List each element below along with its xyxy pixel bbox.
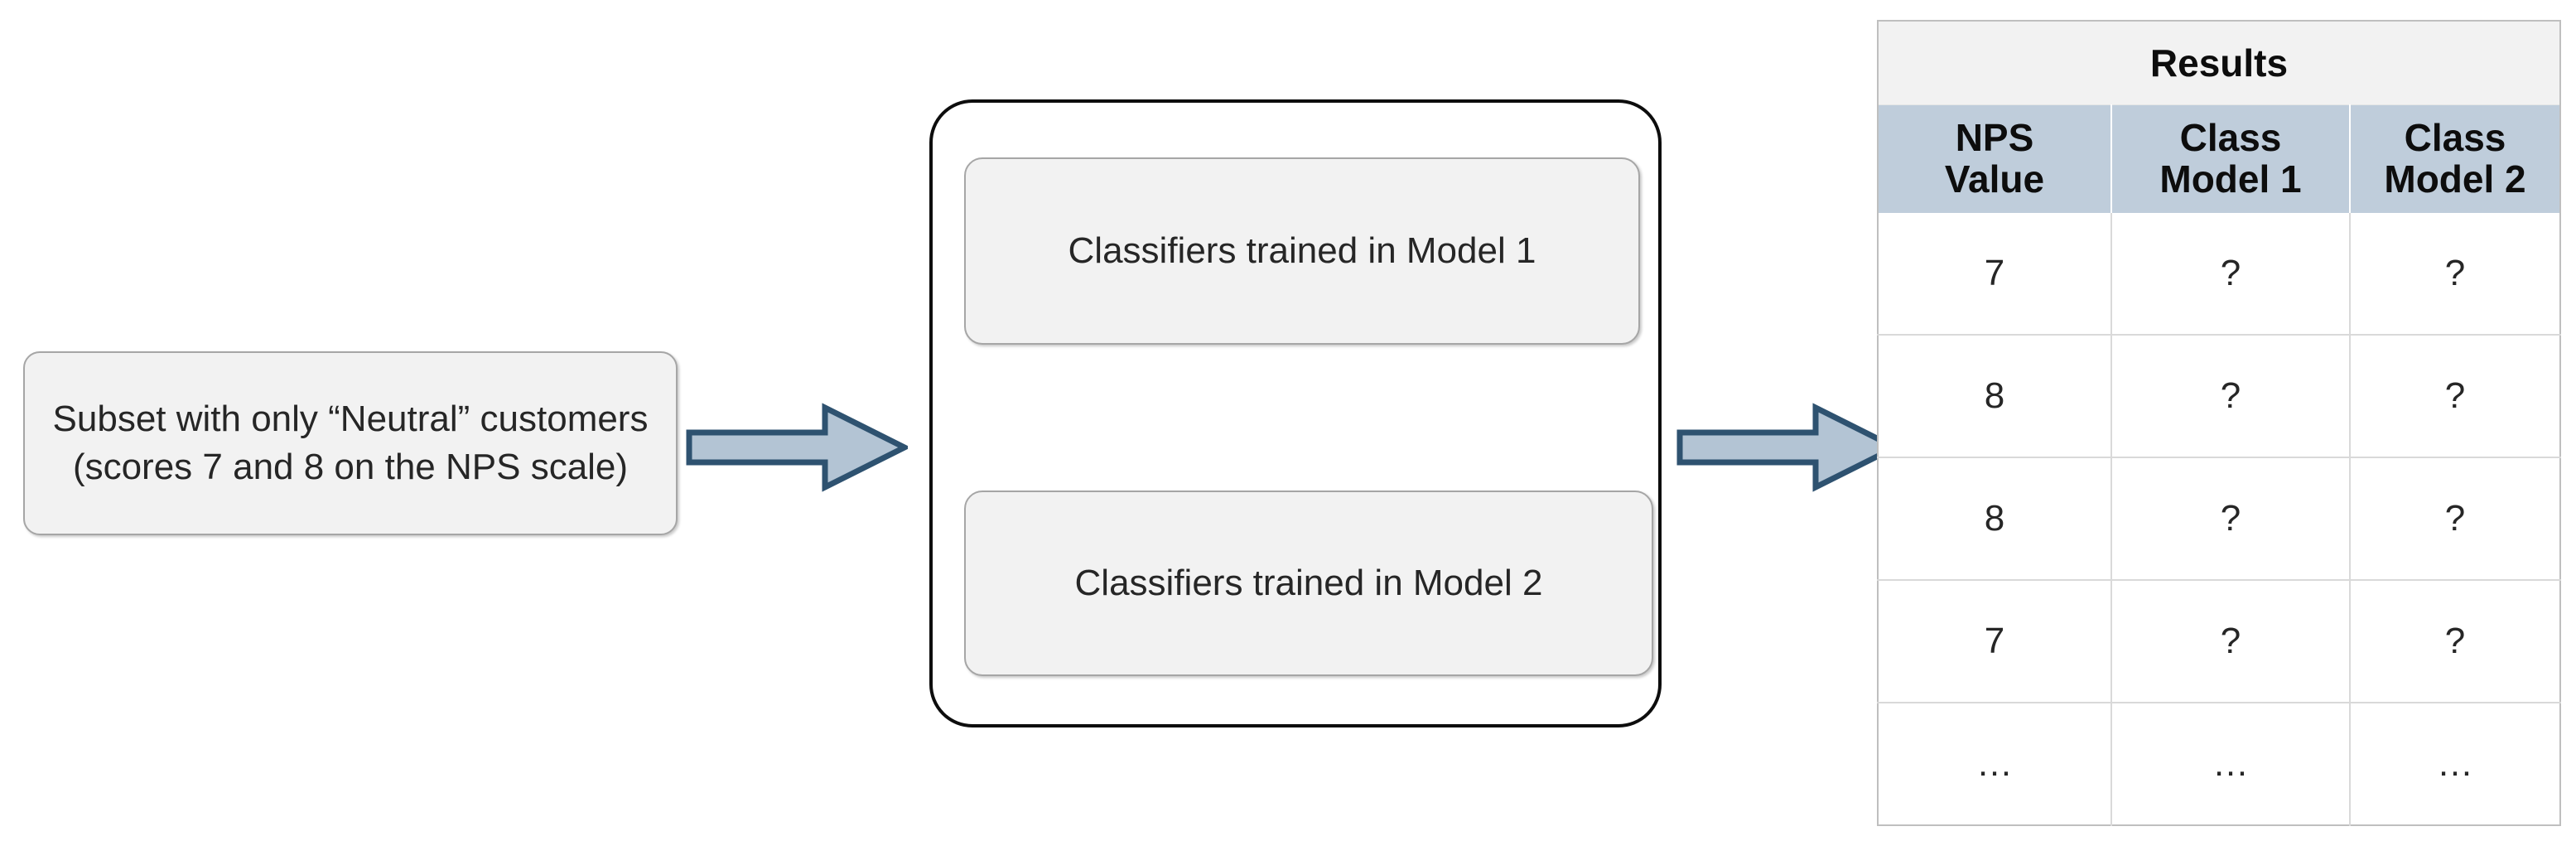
column-header-class-model-1: Class Model 1: [2111, 104, 2351, 213]
table-row-ellipsis: … … …: [1878, 702, 2561, 825]
classifier-box-model-2: Classifiers trained in Model 2: [964, 491, 1653, 676]
cell-nps-value: 7: [1878, 213, 2112, 335]
cell-class-model-2: ?: [2350, 213, 2561, 335]
table-row: 7 ? ?: [1878, 213, 2561, 335]
cell-class-model-1-ellipsis: …: [2111, 702, 2351, 825]
table-row: 8 ? ?: [1878, 334, 2561, 457]
cell-nps-value: 7: [1878, 579, 2112, 703]
classifier-box-model-2-label: Classifiers trained in Model 2: [1074, 563, 1543, 603]
results-table: Results NPS Value Class Model 1 Class Mo…: [1877, 20, 2562, 826]
column-header-nps-value: NPS Value: [1878, 104, 2112, 213]
source-subset-box: Subset with only “Neutral” customers (sc…: [23, 351, 678, 535]
cell-nps-value-ellipsis: …: [1878, 702, 2112, 825]
column-header-class-model-2: Class Model 2: [2350, 104, 2561, 213]
cell-class-model-2: ?: [2350, 579, 2561, 703]
cell-class-model-2: ?: [2350, 334, 2561, 457]
cell-class-model-1: ?: [2111, 213, 2351, 335]
arrow-right-icon-source-to-models: [686, 403, 908, 492]
results-table-title: Results: [1878, 21, 2561, 105]
table-row: 8 ? ?: [1878, 457, 2561, 580]
cell-nps-value: 8: [1878, 334, 2112, 457]
cell-class-model-1: ?: [2111, 457, 2351, 580]
cell-class-model-2-ellipsis: …: [2350, 702, 2561, 825]
results-table-title-row: Results: [1878, 21, 2561, 105]
source-subset-label: Subset with only “Neutral” customers (sc…: [52, 398, 649, 487]
cell-nps-value: 8: [1878, 457, 2112, 580]
cell-class-model-2: ?: [2350, 457, 2561, 580]
classifier-box-model-1-label: Classifiers trained in Model 1: [1068, 230, 1536, 271]
classifier-box-model-1: Classifiers trained in Model 1: [964, 157, 1640, 345]
model-container: Classifiers trained in Model 1 Classifie…: [929, 99, 1662, 727]
arrow-right-icon-models-to-results: [1676, 403, 1898, 492]
cell-class-model-1: ?: [2111, 334, 2351, 457]
cell-class-model-1: ?: [2111, 579, 2351, 703]
results-table-header-row: NPS Value Class Model 1 Class Model 2: [1878, 104, 2561, 213]
table-row: 7 ? ?: [1878, 579, 2561, 703]
